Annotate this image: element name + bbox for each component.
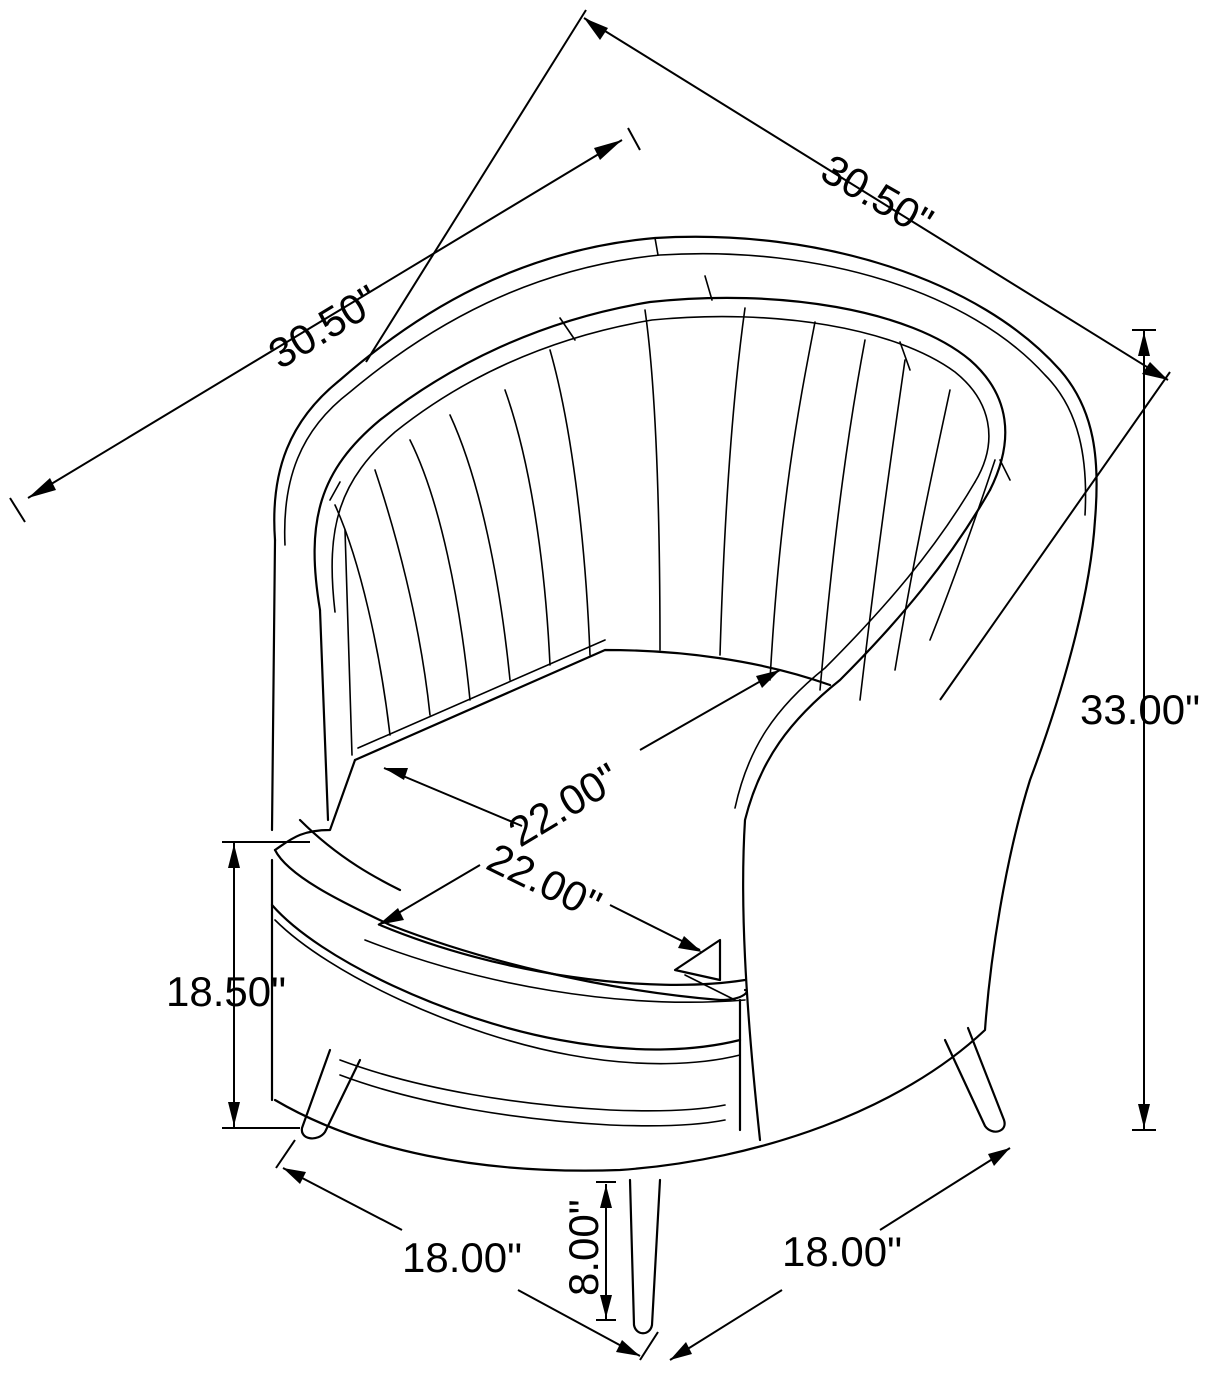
label-overall-width: 30.50" <box>814 145 941 246</box>
seat-cushion <box>270 639 832 1132</box>
label-seat-height: 18.50" <box>166 968 286 1015</box>
label-leg-span-left: 18.00" <box>402 1234 522 1281</box>
chair-legs <box>300 1026 1006 1335</box>
label-leg-height: 8.00" <box>560 1199 607 1296</box>
label-leg-span-right: 18.00" <box>782 1228 902 1275</box>
chair-outline <box>270 235 1098 1335</box>
channel-tufting <box>334 307 996 756</box>
label-overall-depth: 30.50" <box>260 276 387 378</box>
dimension-lines <box>9 9 1171 1361</box>
label-seat-width: 22.00" <box>500 754 627 856</box>
label-seat-depth: 22.00" <box>480 834 608 929</box>
label-overall-height: 33.00" <box>1080 686 1200 733</box>
